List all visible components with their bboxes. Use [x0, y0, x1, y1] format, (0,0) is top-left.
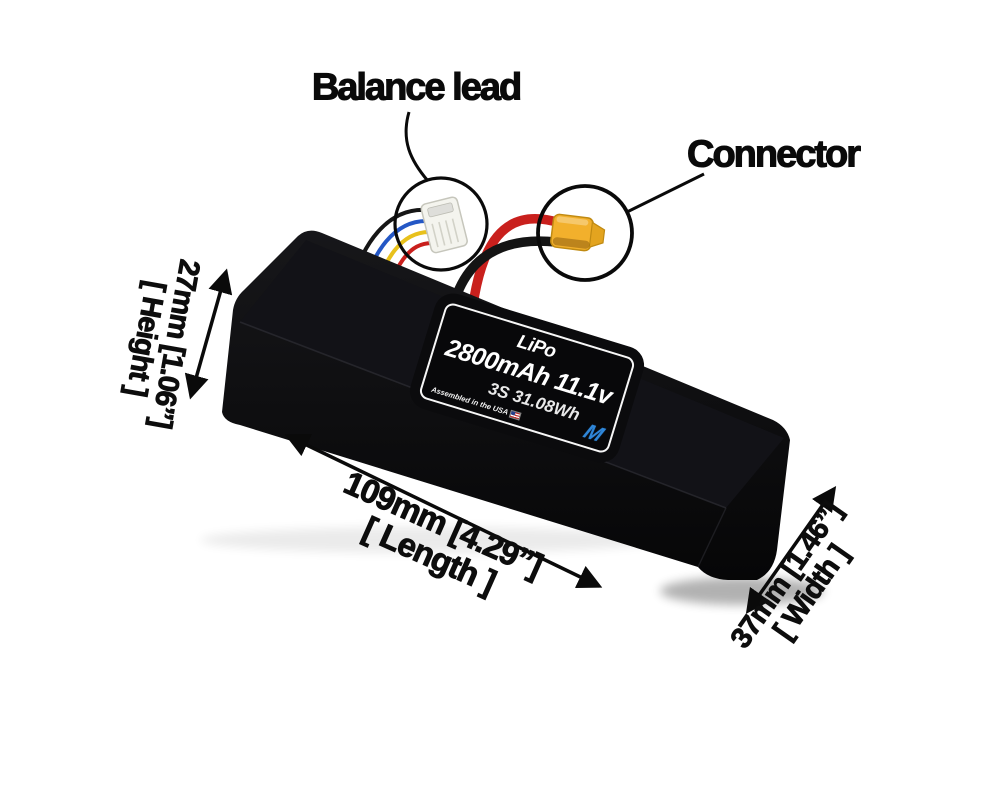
connector-leader-line: [626, 172, 705, 214]
width-dimension-arrow: [745, 485, 837, 615]
balance-jst-connector: [420, 196, 468, 254]
connector-label: Connector: [686, 133, 861, 176]
balance-lead-label: Balance lead: [311, 66, 522, 109]
xt60-connector: [550, 213, 606, 252]
connector-annotation-circle: [536, 184, 634, 282]
balance-leader-line: [404, 111, 430, 182]
length-dimension-arrow: [284, 434, 603, 588]
balance-annotation-circle: [393, 176, 489, 272]
brand-logo-icon: M: [579, 420, 608, 447]
battery-right-edge: [697, 507, 727, 568]
height-dimension-arrow: [184, 268, 233, 400]
usa-flag-icon: [508, 409, 522, 421]
